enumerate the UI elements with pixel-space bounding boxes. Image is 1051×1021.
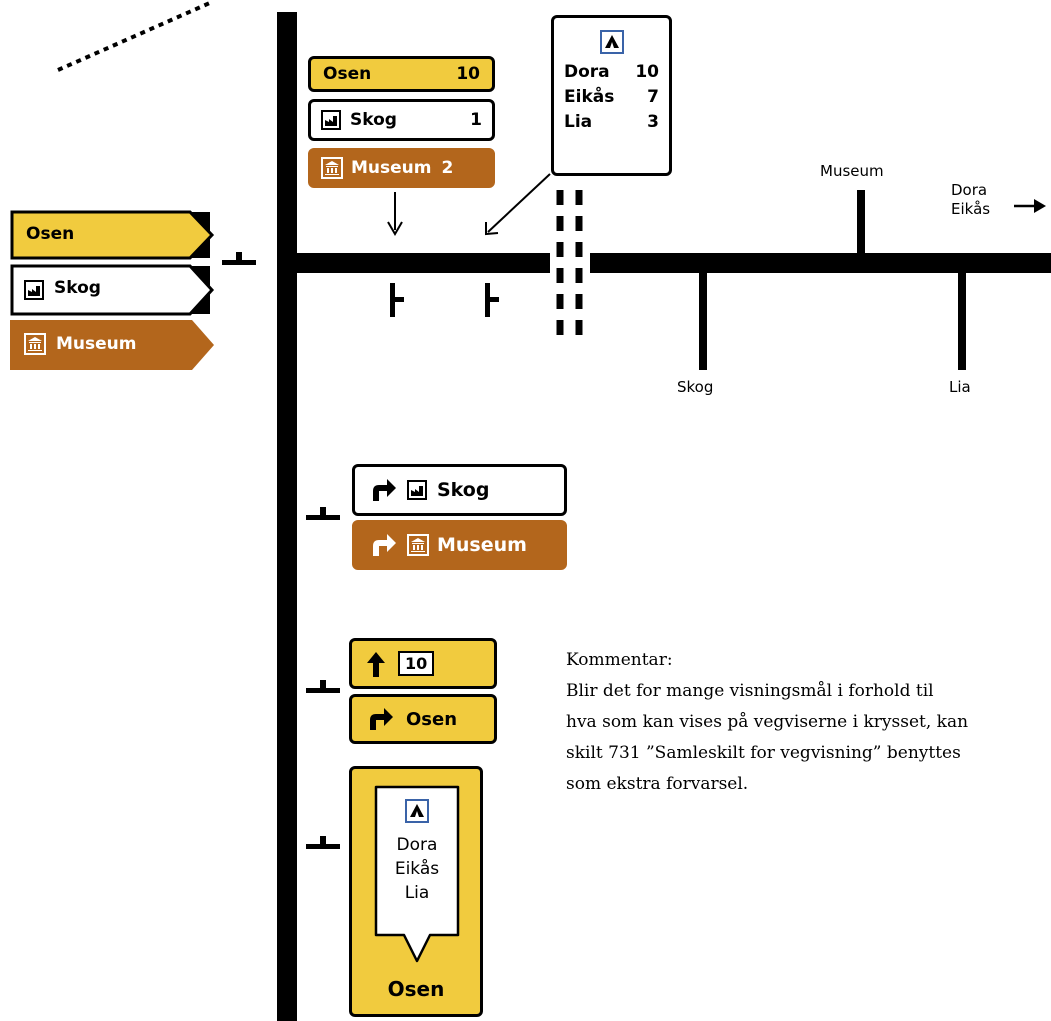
branch-road-lia	[958, 271, 966, 370]
comment-line: Blir det for mange visningsmål i forhold…	[566, 681, 934, 701]
museum-icon	[24, 333, 46, 355]
sign-post-symbol	[306, 507, 340, 520]
museum-distance-sign: Museum 2	[308, 148, 495, 188]
destination-distance: 7	[647, 87, 659, 107]
destination-name: Eikås	[564, 87, 615, 107]
collector-destination: Lia	[404, 883, 430, 903]
museum-icon	[321, 157, 343, 179]
map-label-skog: Skog	[677, 378, 714, 396]
sign-post-symbol	[485, 283, 499, 317]
distance-list-sign: Dora 10 Eikås 7 Lia 3	[551, 15, 672, 176]
sign-distance: 2	[441, 158, 454, 178]
map-label-eikas: Eikås	[951, 200, 991, 218]
destination-name: Dora	[564, 62, 610, 82]
factory-icon	[24, 280, 44, 300]
collector-sign: Dora Eikås Lia Osen	[349, 766, 483, 1017]
comment-title: Kommentar:	[566, 650, 673, 670]
route-number: 10	[398, 651, 435, 676]
museum-icon	[407, 534, 429, 556]
museum-turn-sign: Museum	[352, 520, 567, 570]
bridge-crossing	[550, 190, 590, 335]
collector-sign-callout	[374, 785, 460, 963]
turn-right-arrow-icon	[370, 708, 393, 730]
sign-post-symbol	[306, 836, 340, 849]
museum-arrow-sign	[10, 320, 214, 370]
distance-row: Lia 3	[564, 110, 659, 135]
turn-right-arrow-icon	[373, 534, 396, 556]
sign-text: Skog	[437, 479, 490, 501]
osen-arrow-sign	[10, 210, 215, 260]
route-ahead-sign: 10	[349, 638, 497, 689]
comment-line: som ekstra forvarsel.	[566, 774, 749, 794]
distance-row: Dora 10	[564, 60, 659, 85]
osen-turn-sign: Osen	[349, 694, 497, 744]
destination-distance: 3	[647, 112, 659, 132]
destination-name: Lia	[564, 112, 593, 132]
side-road-horizontal	[297, 253, 1051, 273]
sign-text: Osen	[26, 224, 75, 244]
factory-icon	[321, 110, 341, 130]
distance-row: Eikås 7	[564, 85, 659, 110]
sign-text: Museum	[56, 334, 137, 354]
sign-post-symbol	[390, 283, 404, 317]
camping-icon	[405, 799, 429, 823]
dotted-line	[57, 0, 213, 72]
collector-destination: Eikås	[394, 859, 440, 879]
sign-text: Skog	[54, 278, 101, 298]
branch-road-museum	[857, 190, 865, 255]
sign-text: Osen	[406, 708, 458, 730]
turn-right-arrow-icon	[373, 479, 396, 501]
collector-destination: Dora	[396, 835, 438, 855]
sign-text: Osen	[323, 64, 372, 84]
map-label-lia: Lia	[949, 378, 971, 396]
branch-road-skog	[699, 271, 707, 370]
osen-distance-sign: Osen 10	[308, 56, 495, 92]
skog-arrow-sign	[10, 264, 215, 316]
collector-main-destination: Osen	[387, 977, 445, 1001]
arrow-up-icon	[367, 651, 385, 677]
arrow-diagonal-icon	[485, 173, 551, 236]
destination-distance: 10	[635, 62, 659, 82]
skog-turn-sign: Skog	[352, 464, 567, 516]
sign-post-symbol	[222, 252, 256, 265]
sign-text: Museum	[437, 534, 527, 556]
arrow-down-icon	[387, 192, 403, 236]
skog-distance-sign: Skog 1	[308, 99, 495, 141]
camping-icon	[599, 30, 624, 54]
comment-line: hva som kan vises på vegviserne i krysse…	[566, 712, 969, 732]
main-road-vertical	[277, 12, 297, 1021]
comment-block: Kommentar: Blir det for mange visningsmå…	[566, 645, 1051, 800]
sign-distance: 10	[456, 64, 480, 84]
sign-text: Skog	[350, 110, 397, 130]
sign-post-symbol	[306, 680, 340, 693]
factory-icon	[407, 480, 427, 500]
comment-line: skilt 731 ”Samleskilt for vegvisning” be…	[566, 743, 961, 763]
arrow-right-icon	[1014, 199, 1046, 213]
sign-text: Museum	[351, 158, 432, 178]
sign-distance: 1	[470, 110, 482, 130]
map-label-museum: Museum	[820, 162, 884, 180]
map-label-dora: Dora	[951, 181, 988, 199]
